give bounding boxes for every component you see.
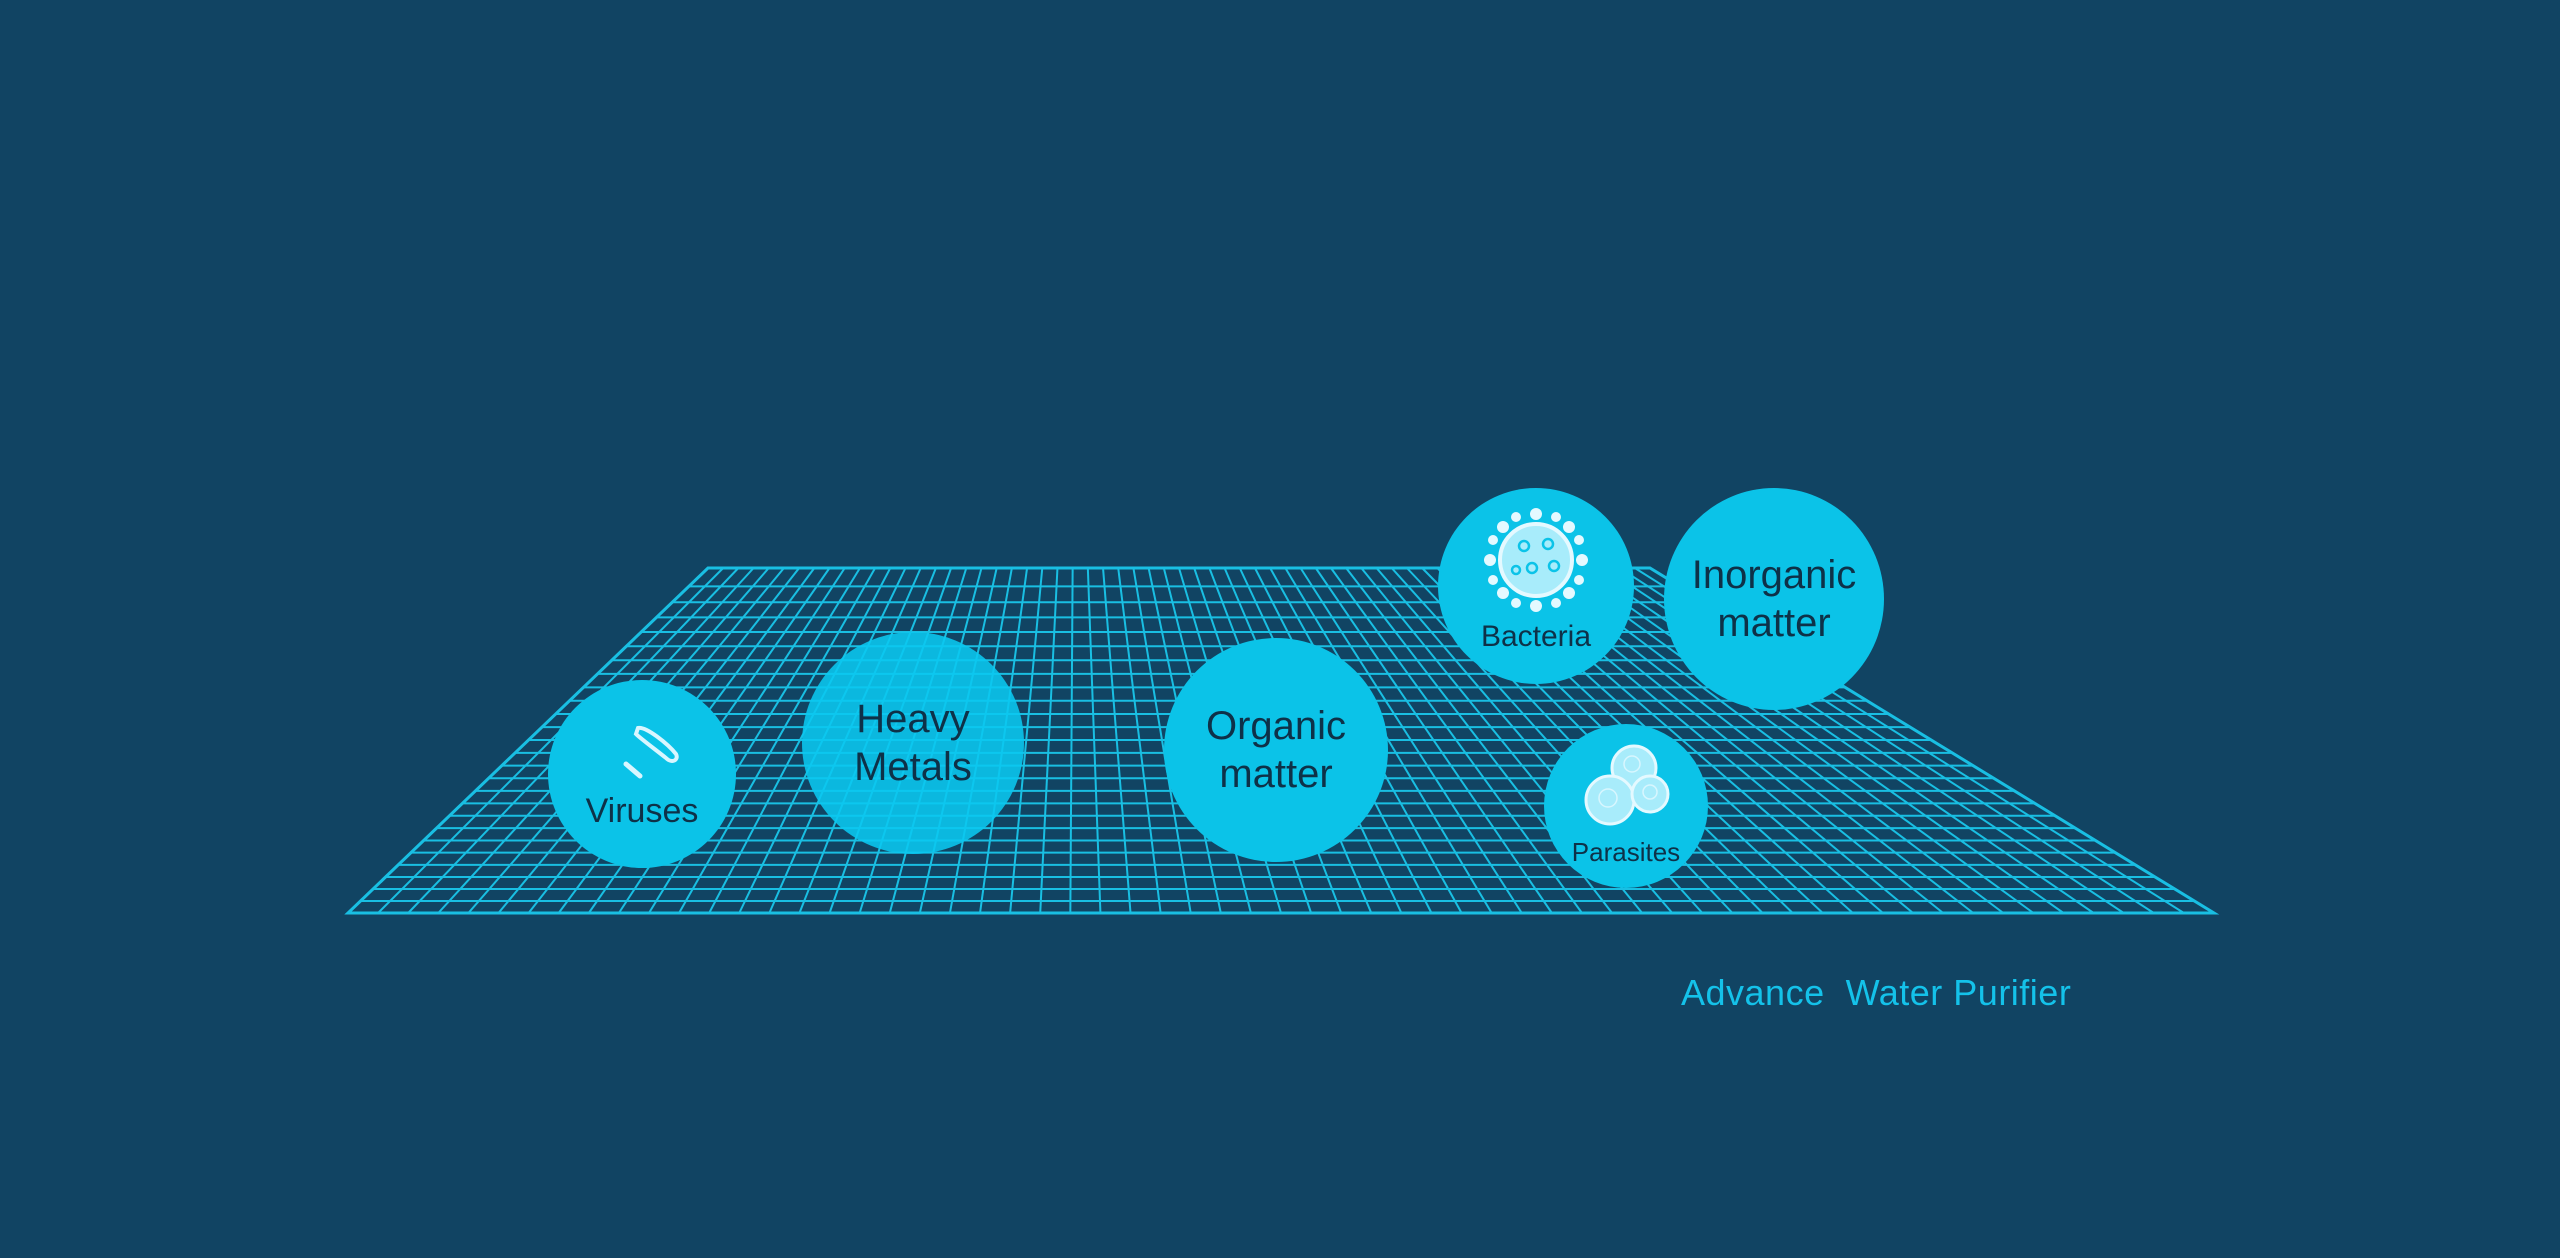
product-caption: Advance Water Purifier [1681,972,2072,1013]
virus-icon [623,725,679,779]
inorganic-matter-label: Inorganic matter [1691,553,1857,645]
heavy-metals-bubble: Heavy Metals [802,632,1024,854]
organic-matter-label: Organic matter [1205,704,1347,796]
inorganic-matter-bubble: Inorganic matter [1664,488,1884,710]
bacteria-label: Bacteria [1480,620,1592,653]
parasites-label: Parasites [1571,837,1681,867]
viruses-bubble: Viruses [548,680,736,868]
bacteria-bubble: Bacteria [1438,488,1634,684]
parasite-icon [1584,744,1670,826]
heavy-metals-label: Heavy Metals [854,697,972,789]
parasites-bubble: Parasites [1544,724,1708,888]
viruses-label: Viruses [585,792,699,830]
bacteria-icon [1484,508,1588,612]
organic-matter-bubble: Organic matter [1164,638,1388,862]
